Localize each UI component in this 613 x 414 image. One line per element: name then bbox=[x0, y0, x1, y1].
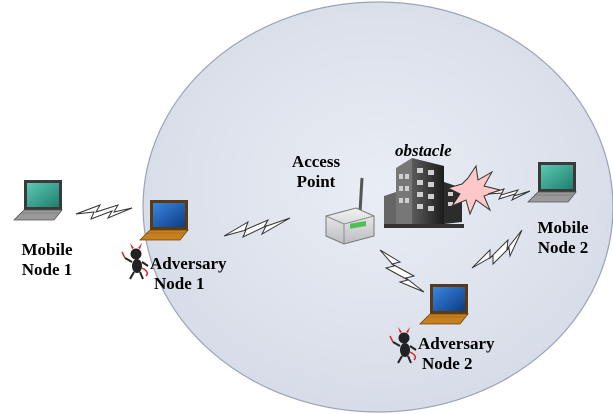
obstacle-label: obstacle bbox=[395, 141, 452, 160]
adversary-node-2-label-line1: Adversary bbox=[418, 334, 495, 353]
adversary-node-1-label-line2: Node 1 bbox=[154, 274, 205, 293]
adversary-node-2-laptop-icon[interactable] bbox=[419, 284, 469, 325]
mobile-node-2-label-line1: Mobile bbox=[537, 218, 589, 237]
mobile-node-2-laptop-icon[interactable] bbox=[527, 162, 577, 203]
access-point-label-line2: Point bbox=[296, 172, 336, 191]
mobile-node-1-laptop-icon[interactable] bbox=[13, 180, 63, 221]
mobile-node-2-label-line2: Node 2 bbox=[537, 238, 589, 257]
link-bolt-adv1-ap bbox=[223, 217, 291, 239]
adversary-1-devil-figure-icon bbox=[121, 243, 149, 280]
link-bolt-adv2-mn2 bbox=[471, 229, 523, 269]
coverage-circle bbox=[142, 1, 613, 413]
access-point-label-line1: Access bbox=[291, 152, 341, 171]
access-point-router-icon[interactable] bbox=[325, 177, 375, 245]
adversary-2-devil-figure-icon bbox=[389, 327, 417, 364]
mobile-node-2-label: Mobile Node 2 bbox=[526, 218, 600, 258]
mobile-node-1-label-line2: Node 1 bbox=[21, 260, 73, 279]
adversary-node-1-laptop-icon[interactable] bbox=[139, 200, 189, 241]
adversary-node-1-label: Adversary Node 1 bbox=[150, 254, 226, 294]
interference-starburst-icon bbox=[446, 164, 502, 216]
link-bolt-obstacle-mn2 bbox=[487, 188, 531, 202]
adversary-node-2-label-line2: Node 2 bbox=[422, 354, 473, 373]
link-bolt-mn1-adv1 bbox=[75, 204, 133, 220]
adversary-node-1-label-line1: Adversary bbox=[150, 254, 227, 273]
access-point-label: Access Point bbox=[284, 152, 348, 192]
link-bolt-ap-adv2 bbox=[379, 249, 425, 293]
mobile-node-1-label-line1: Mobile bbox=[21, 240, 73, 259]
adversary-node-2-label: Adversary Node 2 bbox=[418, 334, 494, 374]
mobile-node-1-label: Mobile Node 1 bbox=[14, 240, 80, 280]
